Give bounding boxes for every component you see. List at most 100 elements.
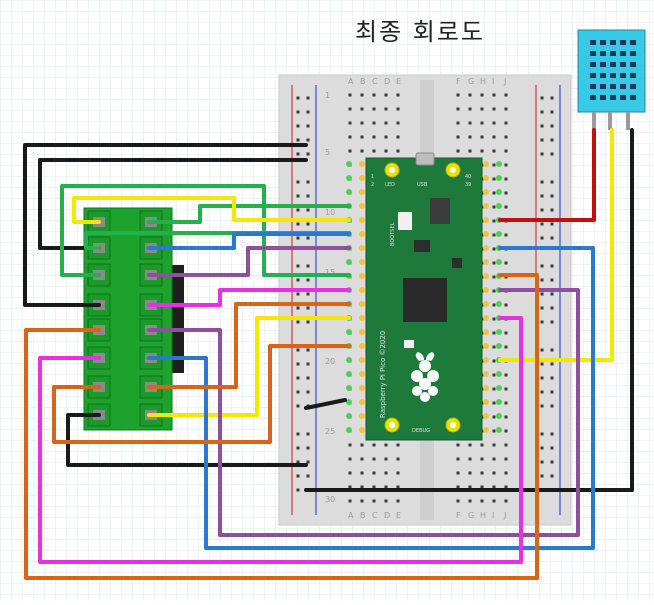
rail-hole bbox=[306, 376, 310, 380]
rail-hole bbox=[296, 96, 300, 100]
breadboard-hole bbox=[492, 149, 496, 153]
rail-hole bbox=[296, 362, 300, 366]
dht11-vent bbox=[610, 62, 616, 67]
rail-hole bbox=[306, 460, 310, 464]
breadboard-hole bbox=[456, 107, 460, 111]
col-label-a: A bbox=[348, 77, 354, 86]
rail-hole bbox=[550, 180, 554, 184]
pin-header bbox=[172, 265, 184, 373]
rail-hole bbox=[306, 292, 310, 296]
pico-pin bbox=[483, 399, 489, 405]
breadboard-hole bbox=[480, 499, 484, 503]
row-number-1: 1 bbox=[325, 91, 330, 100]
breadboard-hole bbox=[396, 471, 400, 475]
pico-pin bbox=[496, 399, 502, 405]
rail-hole bbox=[296, 348, 300, 352]
rail-hole bbox=[550, 460, 554, 464]
diagram-title: 최종 회로도 bbox=[354, 18, 486, 46]
breadboard-hole bbox=[348, 121, 352, 125]
wire-orange bbox=[52, 344, 351, 444]
pico-pin40-label: 40 bbox=[465, 174, 471, 180]
rail-hole bbox=[306, 180, 310, 184]
pico-pin bbox=[483, 273, 489, 279]
breadboard-hole bbox=[456, 499, 460, 503]
pico-pin bbox=[359, 231, 365, 237]
breadboard-hole bbox=[504, 261, 508, 265]
dht11-sensor bbox=[577, 29, 646, 130]
pico-usb-label: USB bbox=[417, 182, 428, 188]
breadboard-hole bbox=[396, 149, 400, 153]
pico-pin bbox=[483, 189, 489, 195]
pico-pin bbox=[359, 343, 365, 349]
col-label-e: E bbox=[396, 77, 401, 86]
breadboard-hole bbox=[504, 135, 508, 139]
col-label-a-bottom: A bbox=[348, 511, 354, 520]
rp2040-chip-icon bbox=[403, 278, 447, 322]
pico-pin bbox=[496, 175, 502, 181]
rail-hole bbox=[540, 460, 544, 464]
breadboard-hole bbox=[504, 93, 508, 97]
breadboard-hole bbox=[492, 471, 496, 475]
rail-hole bbox=[306, 446, 310, 450]
pico-pin bbox=[346, 371, 352, 377]
breadboard-hole bbox=[492, 429, 496, 433]
breadboard-hole bbox=[480, 471, 484, 475]
pico-pin bbox=[483, 413, 489, 419]
pico-pin bbox=[346, 399, 352, 405]
breadboard-hole bbox=[468, 135, 472, 139]
breadboard-hole bbox=[384, 471, 388, 475]
breadboard-hole bbox=[492, 135, 496, 139]
wire-black bbox=[304, 128, 634, 492]
dht11-vent bbox=[620, 95, 626, 100]
breadboard-hole bbox=[492, 345, 496, 349]
breadboard-hole bbox=[468, 471, 472, 475]
pico-pin bbox=[346, 357, 352, 363]
breadboard-hole bbox=[360, 499, 364, 503]
breadboard-hole bbox=[468, 485, 472, 489]
dht11-vent bbox=[620, 51, 626, 56]
breadboard-hole bbox=[492, 275, 496, 279]
pico-pin bbox=[346, 189, 352, 195]
pico-pin bbox=[359, 413, 365, 419]
breadboard-hole bbox=[348, 457, 352, 461]
breadboard-hole bbox=[504, 485, 508, 489]
row-number-15: 15 bbox=[325, 268, 335, 277]
pico-pin bbox=[483, 231, 489, 237]
rail-hole bbox=[540, 180, 544, 184]
rail-hole bbox=[306, 362, 310, 366]
breadboard-hole bbox=[504, 471, 508, 475]
rail-hole bbox=[550, 446, 554, 450]
dht11-vent bbox=[600, 62, 606, 67]
breadboard-hole bbox=[504, 233, 508, 237]
rail-hole bbox=[296, 180, 300, 184]
breadboard-hole bbox=[372, 443, 376, 447]
dht11-vent bbox=[600, 84, 606, 89]
breadboard-hole bbox=[504, 345, 508, 349]
breadboard-hole bbox=[492, 317, 496, 321]
rail-hole bbox=[306, 222, 310, 226]
breadboard-hole bbox=[504, 191, 508, 195]
breadboard-hole bbox=[504, 303, 508, 307]
pico-pin bbox=[483, 343, 489, 349]
raspberry-pi-pico: Raspberry Pi Pico ©2020 LED USB BOOTSEL … bbox=[346, 152, 502, 441]
breadboard-hole bbox=[396, 485, 400, 489]
breadboard-hole bbox=[360, 149, 364, 153]
col-label-j-bottom: J bbox=[503, 511, 506, 520]
breadboard-hole bbox=[480, 485, 484, 489]
dht11-vent bbox=[630, 40, 636, 45]
pico-pin bbox=[346, 175, 352, 181]
dht11-vent bbox=[600, 73, 606, 78]
breadboard-hole bbox=[504, 331, 508, 335]
pico-pin2-label: 2 bbox=[371, 182, 374, 188]
rail-hole bbox=[306, 432, 310, 436]
wire-purple bbox=[147, 246, 351, 277]
breadboard-hole bbox=[480, 457, 484, 461]
pico-pin bbox=[483, 259, 489, 265]
rail-hole bbox=[540, 110, 544, 114]
breadboard-hole bbox=[456, 485, 460, 489]
rail-hole bbox=[550, 362, 554, 366]
rail-hole bbox=[296, 306, 300, 310]
dht11-vent bbox=[600, 40, 606, 45]
col-label-c-bottom: C bbox=[372, 511, 378, 520]
